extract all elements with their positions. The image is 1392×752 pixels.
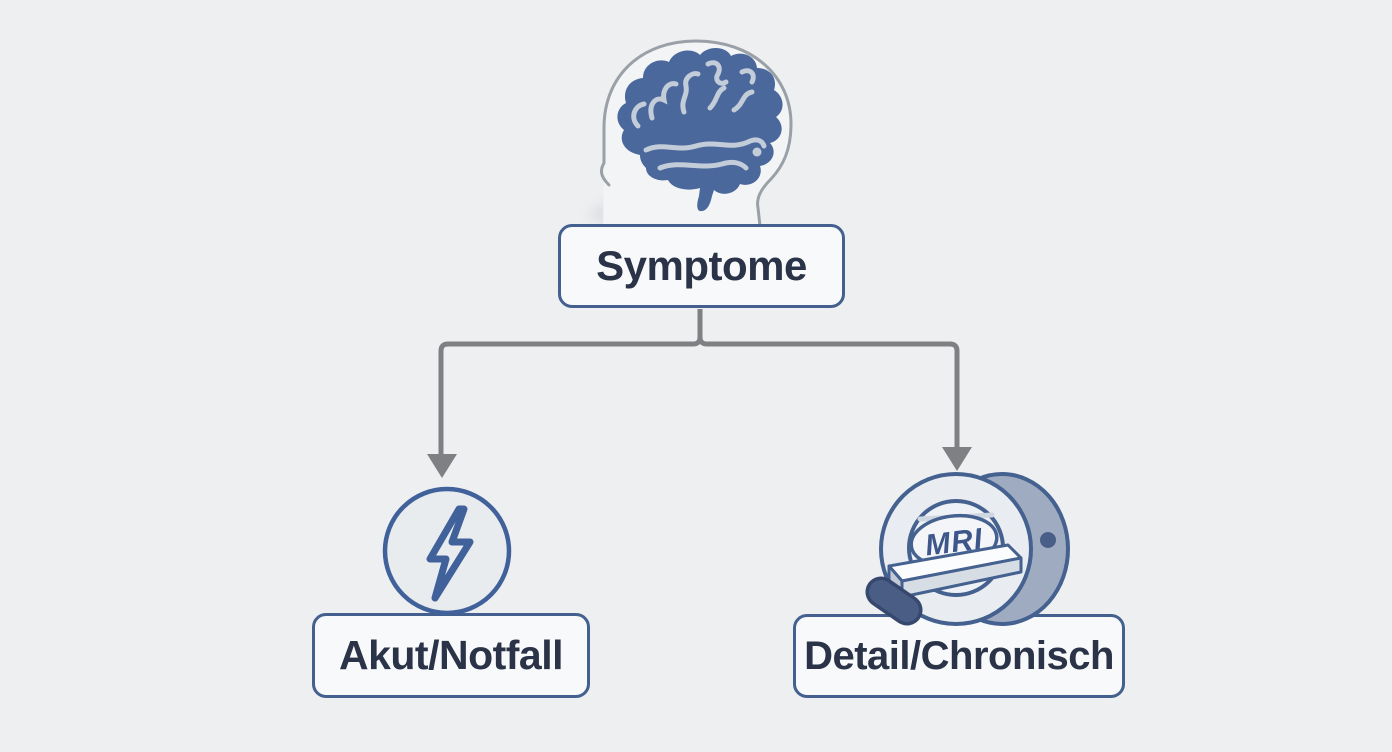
brain-grooves <box>631 60 767 171</box>
connector-right <box>697 336 960 448</box>
node-akut-label: Akut/Notfall <box>338 632 564 678</box>
node-akut-notfall: Akut/Notfall <box>312 613 590 698</box>
lightning-circle <box>382 486 512 616</box>
node-detail-label: Detail/Chronisch <box>804 633 1114 678</box>
head-outline <box>599 39 793 228</box>
node-detail-chronisch: Detail/Chronisch <box>793 614 1125 698</box>
brain-icon <box>617 47 783 212</box>
brain-fill <box>617 47 783 212</box>
arrowhead-left <box>427 454 457 478</box>
node-symptome-label: Symptome <box>596 242 807 289</box>
connector-arrows <box>438 309 960 455</box>
brain-head-icon <box>599 39 793 230</box>
lightning-bolt-icon <box>382 486 512 616</box>
lightning-glyph <box>426 505 474 602</box>
node-symptome: Symptome <box>558 224 845 308</box>
mri-table-end <box>865 576 923 626</box>
arrowhead-right <box>942 447 972 471</box>
mri-scanner-icon: MRI <box>865 472 1070 626</box>
brain-groove-dot <box>752 147 762 157</box>
mri-side-dot <box>1040 532 1056 548</box>
